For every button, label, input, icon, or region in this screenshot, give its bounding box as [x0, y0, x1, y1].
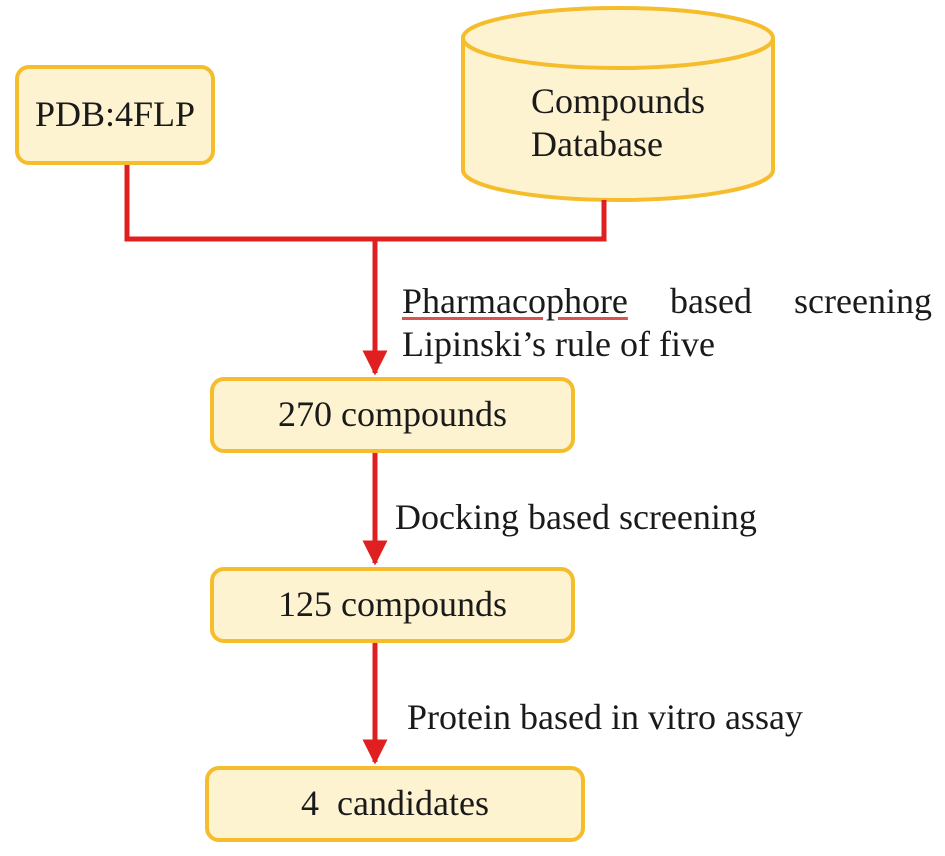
- candidates-box: 4 candidates: [205, 766, 585, 842]
- pdb-down-line: [124, 165, 607, 242]
- compounds-270-label: 270 compounds: [278, 394, 507, 435]
- database-cylinder: [461, 6, 775, 202]
- database-label-line2: Database: [531, 124, 663, 165]
- candidates-label: 4 candidates: [301, 783, 489, 824]
- pdb-box: PDB:4FLP: [15, 65, 215, 165]
- database-label-line1: Compounds: [531, 81, 706, 121]
- compounds-125-label: 125 compounds: [278, 584, 507, 625]
- pharmacophore-based-word: based: [670, 281, 752, 321]
- protein-step-label: Protein based in vitro assay: [407, 697, 803, 737]
- lipinski-line: Lipinski’s rule of five: [402, 324, 715, 365]
- pharmacophore-word: Pharmacophore: [402, 281, 628, 321]
- compounds-125-box: 125 compounds: [210, 567, 575, 643]
- pdb-label: PDB:4FLP: [34, 94, 196, 135]
- database-label: Compounds Database: [463, 80, 773, 166]
- pharmacophore-line: Pharmacophore based screening: [402, 280, 932, 323]
- pharmacophore-step-label: Pharmacophore based screening Lipinski’s…: [402, 280, 932, 366]
- docking-step-label: Docking based screening: [395, 497, 757, 537]
- pharmacophore-screening-word: screening: [794, 281, 932, 321]
- compounds-270-box: 270 compounds: [210, 377, 575, 453]
